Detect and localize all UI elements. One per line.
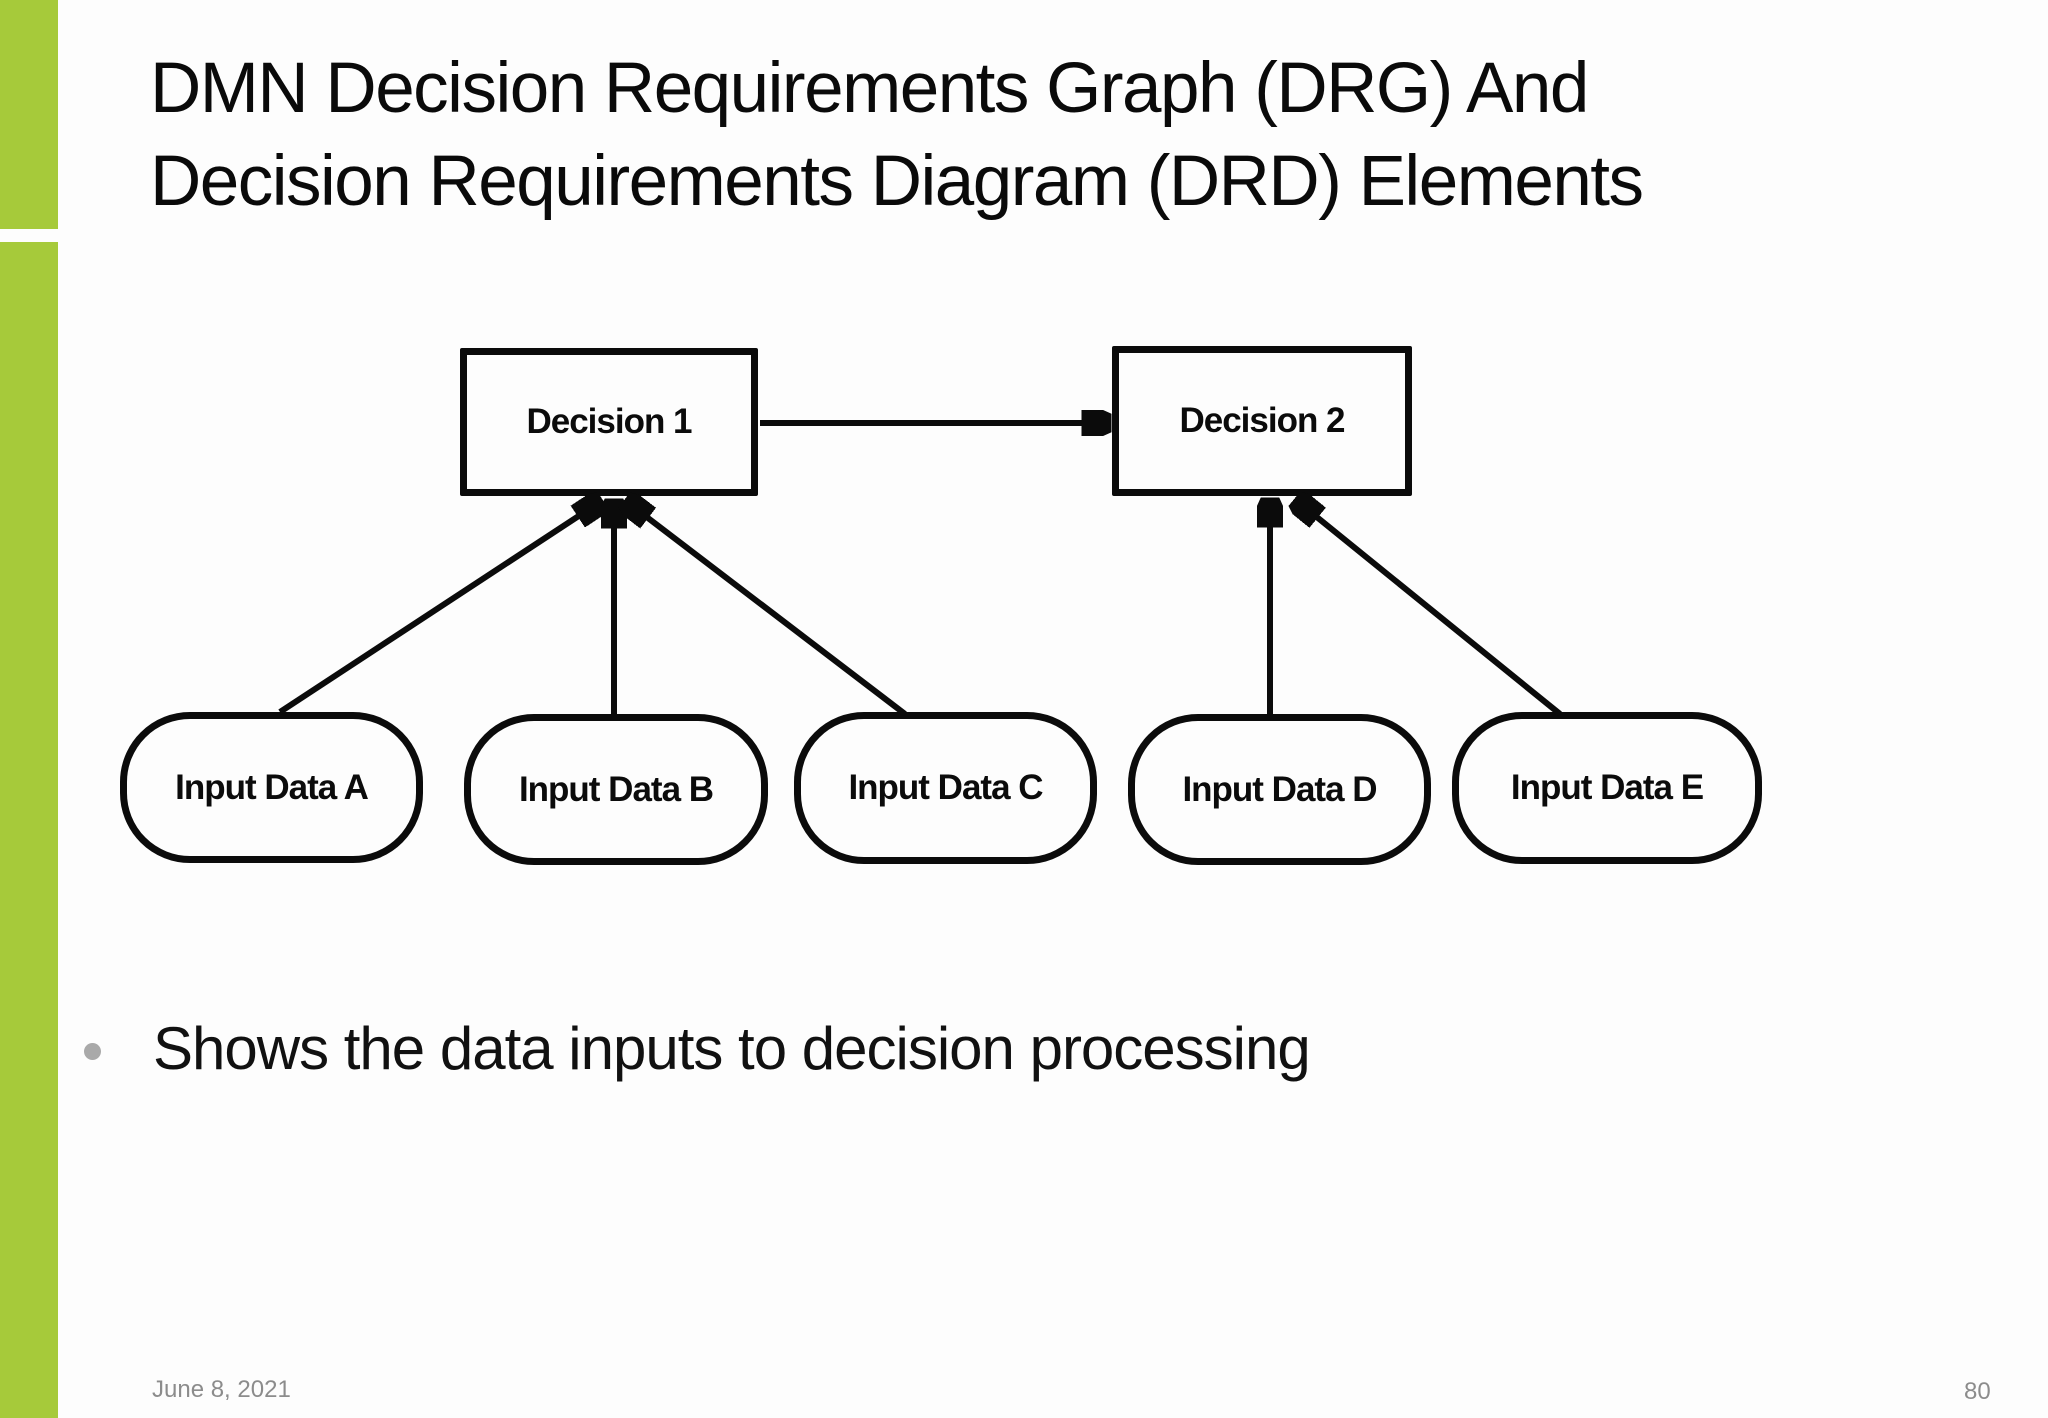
- decision-2-label: Decision 2: [1179, 401, 1345, 440]
- input-data-c-node: Input Data C: [794, 712, 1097, 864]
- input-data-a-label: Input Data A: [175, 767, 369, 807]
- input-data-d-node: Input Data D: [1128, 714, 1431, 865]
- slide-title-line-1: DMN Decision Requirements Graph (DRG) An…: [150, 49, 1589, 128]
- slide-title: DMN Decision Requirements Graph (DRG) An…: [150, 42, 1910, 228]
- bullet-dot-icon: [84, 1042, 101, 1060]
- input-data-b-node: Input Data B: [464, 714, 768, 865]
- slide-title-line-2: Decision Requirements Diagram (DRD) Elem…: [150, 142, 1644, 221]
- bullet-row: Shows the data inputs to decision proces…: [84, 1008, 1884, 1088]
- connector-input-a-to-decision-1: [278, 502, 600, 715]
- input-data-d-label: Input Data D: [1182, 769, 1377, 809]
- input-data-b-label: Input Data B: [518, 769, 714, 809]
- input-data-e-label: Input Data E: [1510, 768, 1704, 807]
- footer-date: June 8, 2021: [152, 1376, 291, 1403]
- decision-1-node: Decision 1: [460, 348, 758, 496]
- bullet-text: Shows the data inputs to decision proces…: [153, 1014, 1311, 1082]
- decision-2-node: Decision 2: [1112, 346, 1412, 496]
- accent-bar-top-segment: [0, 0, 58, 229]
- footer-page-number: 80: [1964, 1378, 1991, 1405]
- input-data-e-node: Input Data E: [1452, 712, 1762, 864]
- input-data-c-label: Input Data C: [848, 768, 1043, 807]
- decision-1-label: Decision 1: [526, 402, 692, 441]
- input-data-a-node: Input Data A: [120, 712, 423, 863]
- accent-bar-bottom-segment: [0, 242, 58, 1418]
- connector-input-e-to-decision-2: [1297, 501, 1562, 717]
- connector-input-c-to-decision-1: [627, 502, 907, 717]
